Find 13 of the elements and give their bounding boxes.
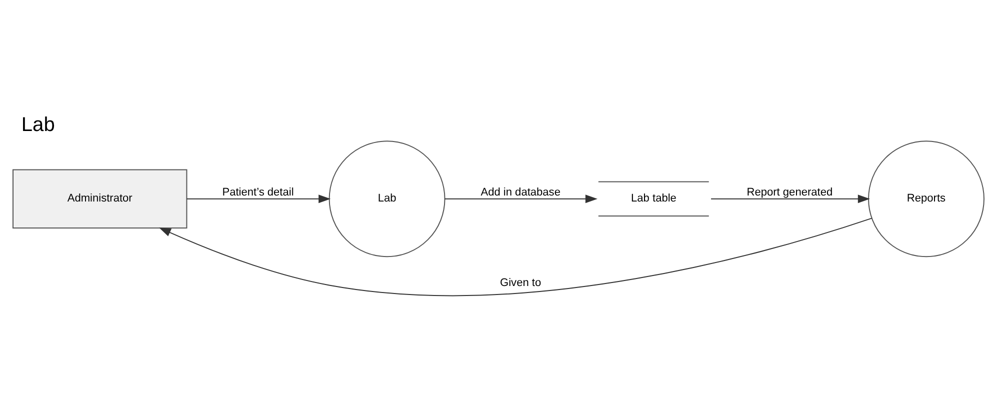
diagram-title: Lab bbox=[21, 114, 55, 136]
arrow bbox=[444, 194, 598, 203]
edge-label: Report generated bbox=[746, 186, 833, 198]
arrow bbox=[158, 217, 872, 296]
edge-label: Add in database bbox=[480, 186, 560, 198]
node-circle: Lab bbox=[328, 140, 446, 257]
node-box: Administrator bbox=[12, 168, 188, 228]
node-circle: Reports bbox=[868, 140, 984, 257]
arrow bbox=[711, 194, 870, 203]
edge-label: Patient’s detail bbox=[222, 186, 294, 198]
arrow bbox=[186, 194, 331, 203]
edge-label: Given to bbox=[500, 276, 542, 289]
node-text: Lab table bbox=[631, 192, 676, 204]
